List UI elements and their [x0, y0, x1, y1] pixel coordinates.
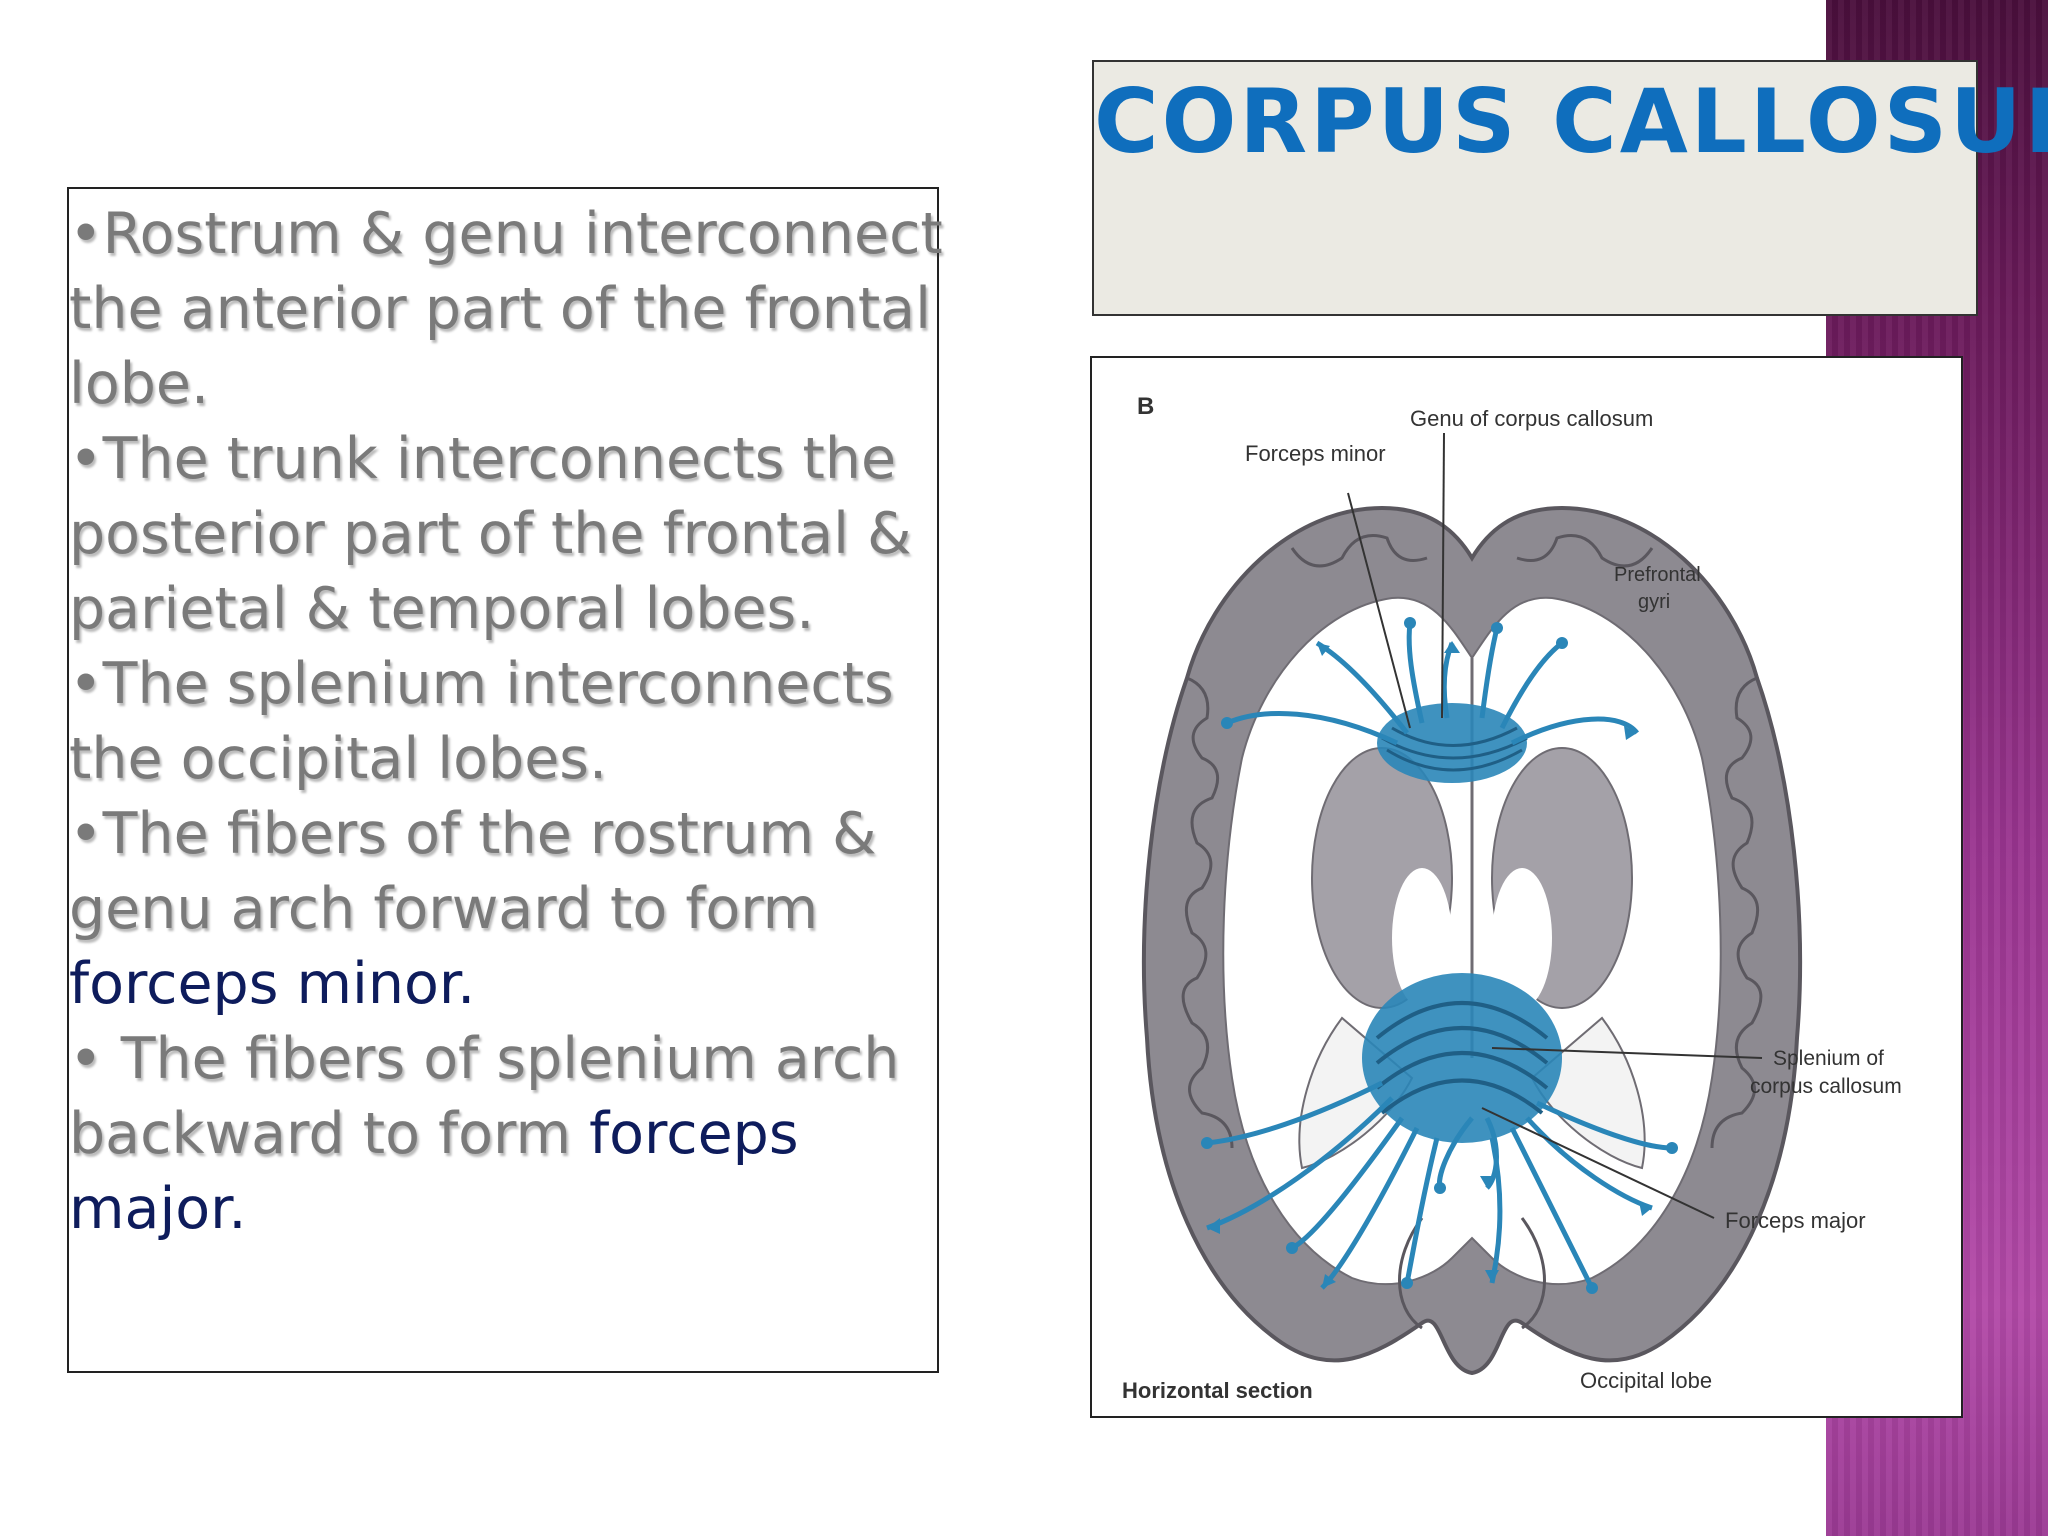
label-prefrontal-2: gyri [1638, 591, 1670, 613]
label-occipital-lobe: Occipital lobe [1580, 1368, 1712, 1393]
forceps-major-ends [1201, 1137, 1678, 1294]
label-prefrontal-1: Prefrontal [1614, 564, 1701, 586]
bullet-forceps-major: • The fibers of splenium arch backward t… [69, 1026, 900, 1242]
bullet-forceps-minor: •The fibers of the rostrum & genu arch f… [69, 801, 877, 1017]
label-forceps-minor: Forceps minor [1245, 441, 1386, 466]
label-splenium-2: corpus callosum [1750, 1075, 1902, 1098]
brain-horizontal-section-illustration: B Genu of corpus callosum Forceps minor … [1122, 393, 1902, 1403]
bullet-text-box: •Rostrum & genu interconnect the anterio… [67, 187, 943, 1373]
forceps-major-term: forceps major. [69, 1101, 799, 1242]
label-splenium-1: Splenium of [1773, 1047, 1884, 1070]
bullet-rostrum-genu: •Rostrum & genu interconnect the anterio… [69, 201, 943, 417]
panel-letter: B [1137, 393, 1154, 420]
label-horizontal-section: Horizontal section [1122, 1378, 1313, 1403]
brain-figure: B Genu of corpus callosum Forceps minor … [1090, 356, 1963, 1418]
splenium-blue-region [1362, 973, 1562, 1143]
title-box: CORPUS CALLOSUM [1092, 60, 2048, 316]
bullet-trunk: •The trunk interconnects the posterior p… [69, 426, 912, 642]
label-forceps-major: Forceps major [1725, 1208, 1866, 1233]
forceps-minor-ends [1221, 617, 1637, 740]
forceps-minor-term: forceps minor. [69, 951, 476, 1017]
bullet-list: •Rostrum & genu interconnect the anterio… [69, 197, 949, 1247]
slide-title: CORPUS CALLOSUM [1094, 70, 2048, 173]
leader-lines [1347, 432, 1763, 1219]
forceps-major-fibers [1206, 1080, 1673, 1290]
bullet-splenium: •The splenium interconnects the occipita… [69, 651, 894, 792]
label-genu: Genu of corpus callosum [1410, 406, 1653, 431]
